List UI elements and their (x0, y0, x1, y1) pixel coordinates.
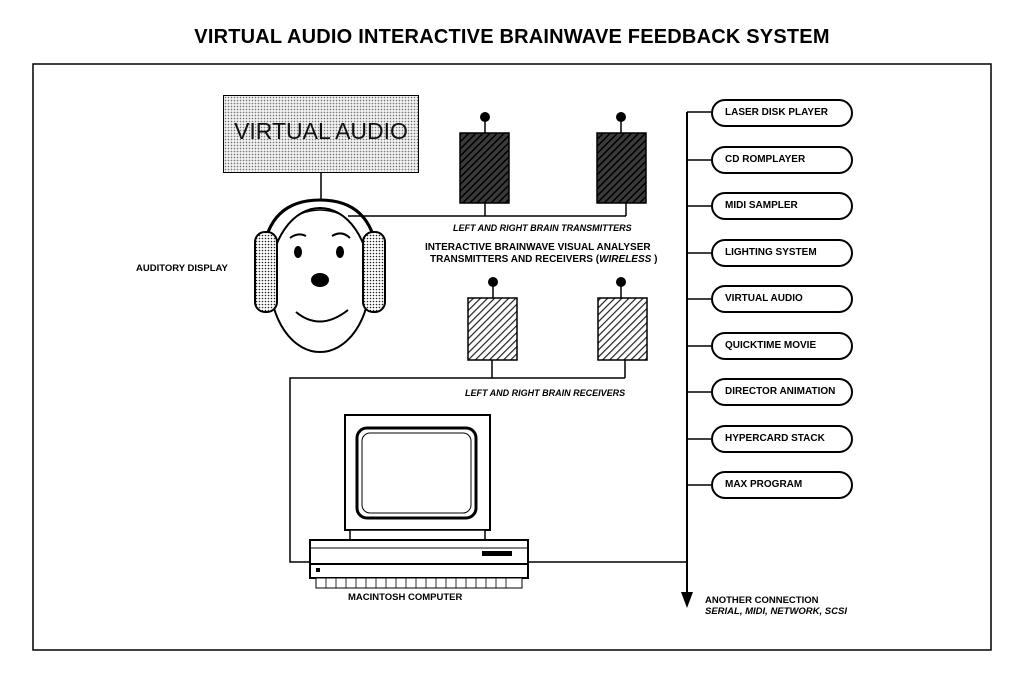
head-with-headphones-icon (254, 198, 386, 353)
left-receiver (467, 277, 518, 361)
computer-label: MACINTOSH COMPUTER (348, 592, 463, 603)
device-quicktime-movie: QUICKTIME MOVIE (711, 332, 853, 360)
device-max-program: MAX PROGRAM (711, 471, 853, 499)
virtual-audio-label: VIRTUAL AUDIO (234, 118, 408, 144)
device-virtual-audio: VIRTUAL AUDIO (711, 285, 853, 313)
bus-ticks (687, 159, 711, 486)
analyser-line2-wireless: WIRELESS (599, 254, 652, 265)
arrow-down-icon (681, 592, 693, 608)
auditory-display-label: AUDITORY DISPLAY (136, 263, 228, 274)
macintosh-computer-icon (309, 414, 529, 589)
diagram-title: VIRTUAL AUDIO INTERACTIVE BRAINWAVE FEED… (194, 26, 830, 48)
transmitters-label: LEFT AND RIGHT BRAIN TRANSMITTERS (453, 223, 632, 233)
receivers-to-computer-line (289, 360, 493, 563)
device-lighting-system: LIGHTING SYSTEM (711, 239, 853, 267)
virtual-audio-display: VIRTUAL AUDIO (223, 95, 419, 173)
right-transmitter (596, 112, 647, 204)
analyser-label-line2: TRANSMITTERS AND RECEIVERS (WIRELESS ) (430, 254, 657, 265)
receivers-label: LEFT AND RIGHT BRAIN RECEIVERS (465, 388, 626, 398)
connection-types-label: SERIAL, MIDI, NETWORK, SCSI (705, 606, 847, 617)
device-director-animation: DIRECTOR ANIMATION (711, 378, 853, 406)
device-hypercard-stack: HYPERCARD STACK (711, 425, 853, 453)
device-midi-sampler: MIDI SAMPLER (711, 192, 853, 220)
right-receiver (597, 277, 648, 361)
device-cd-rom-player: CD ROMPLAYER (711, 146, 853, 174)
left-transmitter (459, 112, 510, 204)
device-laser-disk-player: LASER DISK PLAYER (711, 99, 853, 127)
diagram-frame (32, 63, 992, 651)
analyser-line2-prefix: TRANSMITTERS AND RECEIVERS ( (430, 254, 600, 265)
analyser-label-line1: INTERACTIVE BRAINWAVE VISUAL ANALYSER (425, 242, 651, 253)
analyser-line2-suffix: ) (651, 254, 658, 265)
another-connection-label: ANOTHER CONNECTION (705, 595, 819, 606)
